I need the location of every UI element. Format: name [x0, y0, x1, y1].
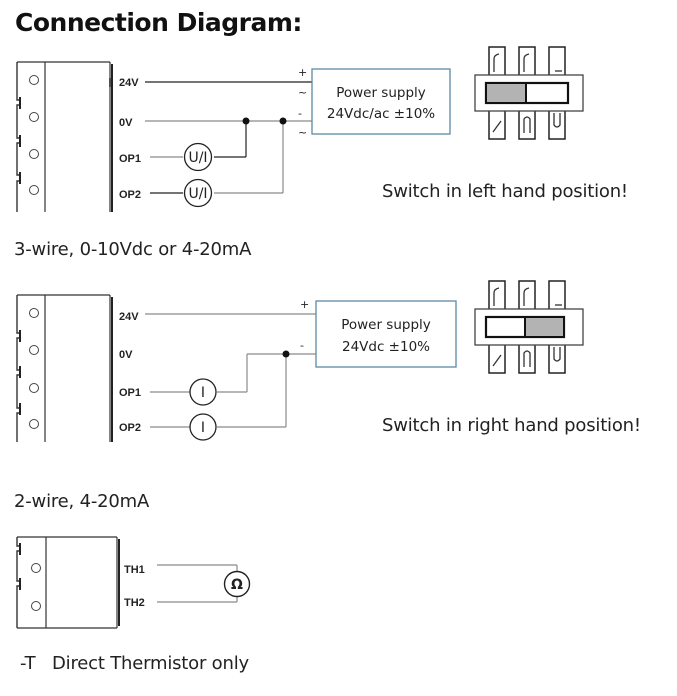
ohm-icon: Ω: [231, 577, 243, 593]
dip-switch-left: [474, 46, 584, 140]
sensor-op2-2wire: I: [189, 413, 217, 441]
power-supply-title: Power supply: [336, 85, 426, 101]
junction-dot: [282, 350, 290, 358]
caption-thermistor: -T Direct Thermistor only: [20, 653, 249, 674]
terminal-op1-label: OP1: [119, 153, 141, 165]
switch-note-left: Switch in left hand position!: [382, 181, 628, 202]
terminal-24v-label: 24V: [119, 77, 139, 89]
sensor-op1-3wire: U/I: [183, 142, 213, 172]
caption-2wire: 2-wire, 4-20mA: [14, 491, 150, 512]
polarity-plus: +: [300, 298, 309, 311]
terminal-block-3wire: [16, 61, 113, 212]
terminal-0v-label: 0V: [119, 349, 133, 361]
power-supply-box-2wire: Power supply 24Vdc ±10%: [315, 300, 457, 368]
switch-slider: [487, 84, 526, 102]
power-supply-box-3wire: Power supply 24Vdc/ac ±10%: [311, 68, 451, 135]
thermistor-symbol: Ω: [223, 570, 251, 598]
sensor-symbol: I: [201, 385, 205, 401]
polarity-minus: -: [300, 339, 304, 352]
sensor-op2-3wire: U/I: [183, 178, 213, 208]
terminal-block-2wire: [16, 294, 113, 442]
junction-dot: [279, 117, 287, 125]
polarity-ac: ~: [298, 86, 307, 99]
caption-3wire: 3-wire, 0-10Vdc or 4-20mA: [14, 239, 252, 260]
page-title: Connection Diagram:: [15, 8, 302, 37]
terminal-24v-label: 24V: [119, 311, 139, 323]
terminal-op2-label: OP2: [119, 189, 141, 201]
wiring-2wire: [145, 313, 316, 428]
switch-note-right: Switch in right hand position!: [382, 415, 641, 436]
terminal-op2-label: OP2: [119, 422, 141, 434]
polarity-ac: ~: [298, 126, 307, 139]
power-supply-rating: 24Vdc ±10%: [342, 339, 430, 355]
switch-slider: [525, 318, 563, 336]
terminal-th2-label: TH2: [124, 597, 145, 609]
polarity-plus: +: [298, 66, 307, 79]
power-supply-rating: 24Vdc/ac ±10%: [327, 106, 435, 122]
power-supply-title: Power supply: [341, 317, 431, 333]
sensor-symbol: U/I: [188, 150, 207, 166]
terminal-0v-label: 0V: [119, 117, 133, 129]
sensor-op1-2wire: I: [189, 378, 217, 406]
terminal-th1-label: TH1: [124, 564, 145, 576]
terminal-block-thermistor: [16, 536, 120, 629]
wiring-3wire: [145, 81, 312, 194]
sensor-symbol: U/I: [188, 186, 207, 202]
dip-switch-right: [474, 280, 584, 374]
sensor-symbol: I: [201, 420, 205, 436]
polarity-minus: -: [298, 107, 302, 120]
junction-dot: [242, 117, 250, 125]
terminal-op1-label: OP1: [119, 387, 141, 399]
